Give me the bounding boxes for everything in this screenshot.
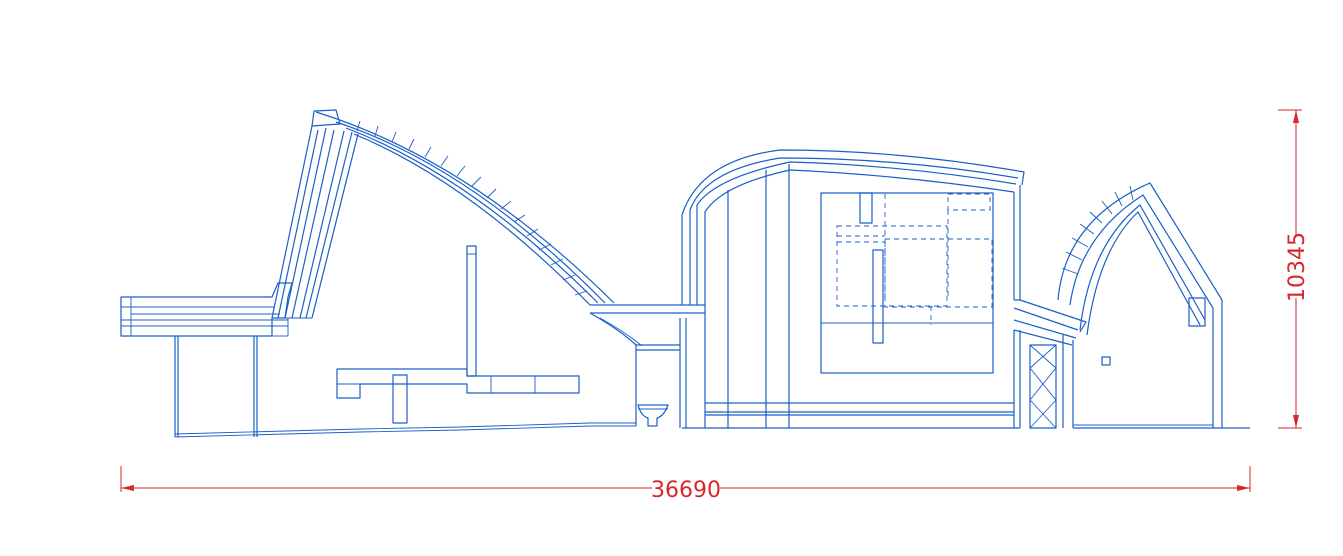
vertical-dimension: 10345 <box>1278 109 1310 429</box>
total-width-label: 36690 <box>651 478 721 503</box>
left-canopy <box>120 282 636 438</box>
horizontal-dimension: 36690 <box>120 466 1251 503</box>
right-junction <box>1013 299 1087 429</box>
right-pointed-vault <box>1057 182 1250 429</box>
central-connector <box>589 304 705 428</box>
middle-vault <box>681 149 1025 429</box>
vault-tiles <box>1061 185 1134 275</box>
interior-elements <box>336 245 580 424</box>
total-height-label: 10345 <box>1285 232 1310 302</box>
main-curved-roof <box>271 109 615 319</box>
roof-tiles <box>356 120 588 296</box>
window-opening <box>820 192 994 374</box>
